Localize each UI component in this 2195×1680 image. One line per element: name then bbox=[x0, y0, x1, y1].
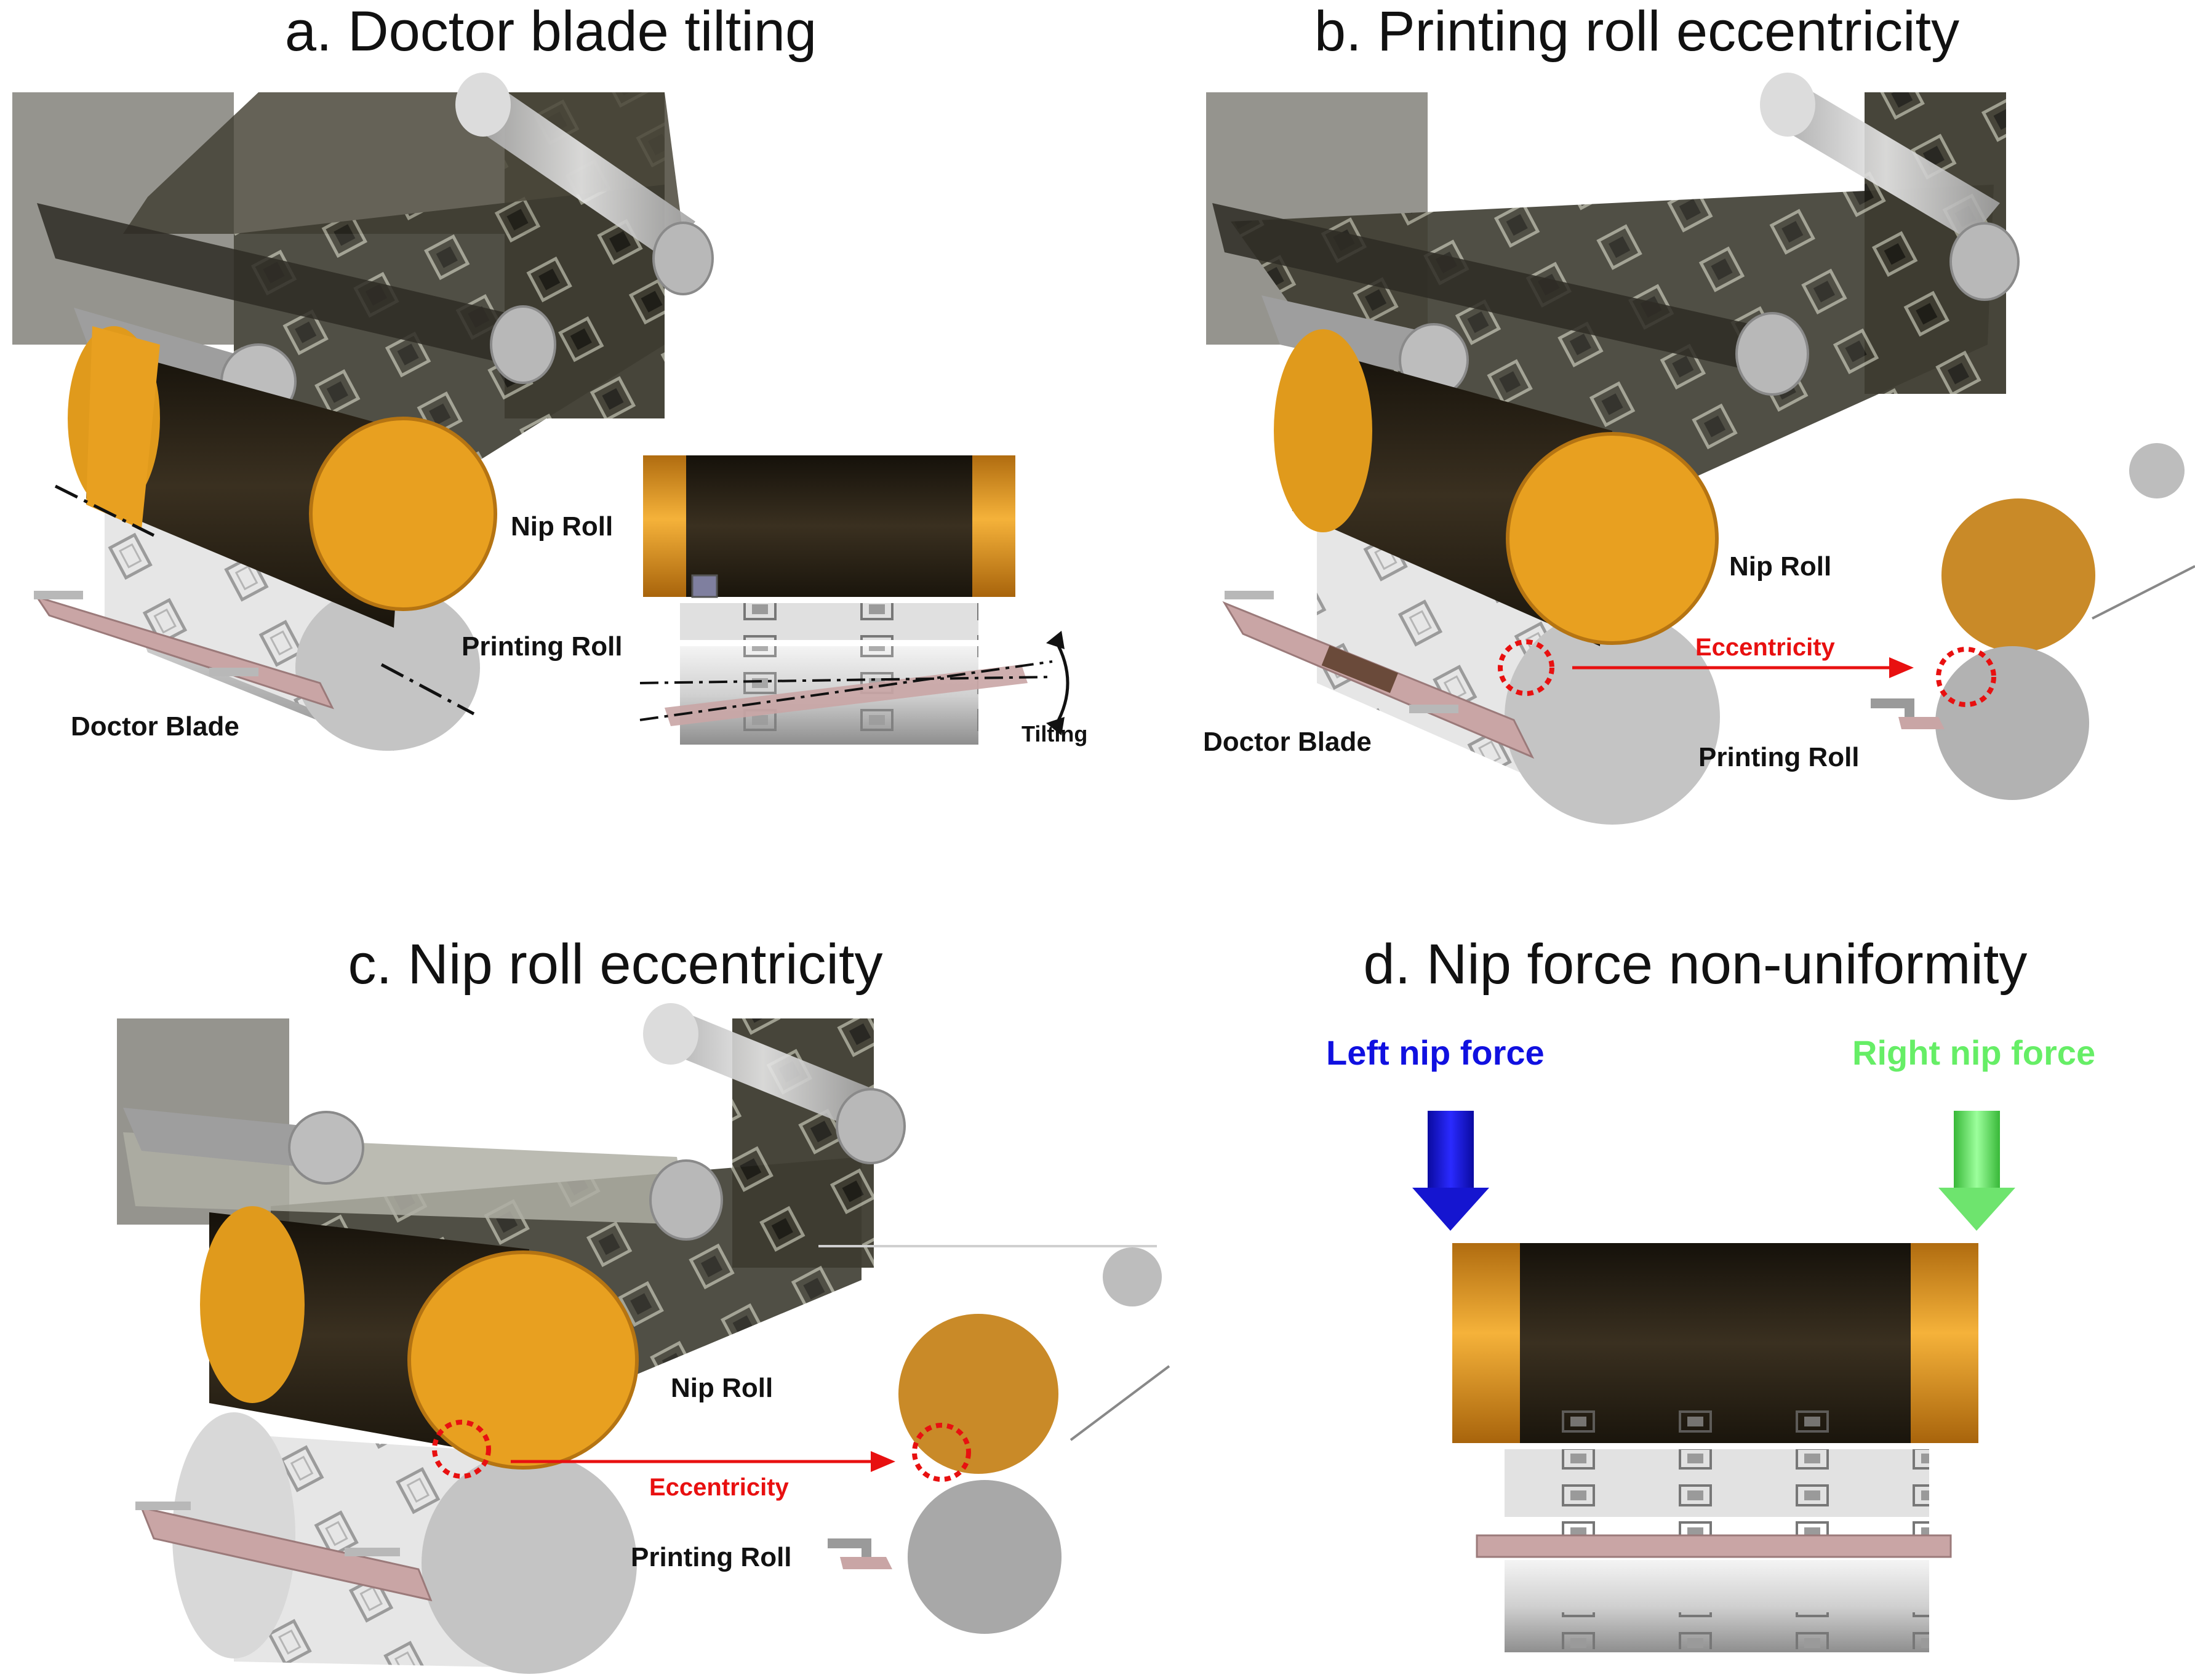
panel-a: a. Doctor blade tilting bbox=[12, 0, 1087, 751]
panel-c-nip-roll bbox=[200, 1206, 639, 1470]
panel-d-roll-front-view bbox=[1452, 1243, 1978, 1652]
panel-d-left-force-arrow bbox=[1412, 1111, 1489, 1231]
panel-d-left-force-label: Left nip force bbox=[1326, 1033, 1545, 1072]
panel-b-title: b. Printing roll eccentricity bbox=[1314, 0, 1959, 63]
panel-b-nip-roll-label: Nip Roll bbox=[1729, 551, 1831, 582]
panel-d-doctor-blade bbox=[1476, 1534, 1952, 1558]
panel-b-printing-roll-label: Printing Roll bbox=[1698, 742, 1860, 772]
panel-a-inset-front-view bbox=[639, 455, 1070, 745]
panel-b-guide-rolls bbox=[1212, 73, 2020, 397]
panel-a-tilting-label: Tilting bbox=[1022, 721, 1087, 746]
panel-b-eccentricity-label: Eccentricity bbox=[1695, 634, 1836, 661]
panel-a-nip-roll bbox=[68, 326, 497, 628]
panel-c-doctor-blade bbox=[135, 1502, 433, 1602]
panel-b-doctor-blade bbox=[1222, 591, 1535, 759]
panel-a-doctor-blade bbox=[34, 484, 475, 716]
panel-b-eccentricity-marker-left bbox=[1498, 639, 1554, 696]
panel-b-side-view bbox=[1871, 443, 2195, 800]
panel-b-printing-roll bbox=[1317, 505, 1720, 825]
panel-c-eccentricity-label: Eccentricity bbox=[649, 1474, 790, 1501]
panel-d-right-force-arrow bbox=[1938, 1111, 2015, 1231]
panel-d-right-force-label: Right nip force bbox=[1852, 1033, 2095, 1072]
panel-c: c. Nip roll eccentricity bbox=[117, 933, 1170, 1674]
panel-c-eccentricity-arrowhead bbox=[871, 1451, 895, 1472]
panel-a-guide-rolls bbox=[37, 73, 714, 420]
panel-d-nip-roll-left-cap bbox=[1452, 1243, 1520, 1443]
panel-b-doctor-blade-label: Doctor Blade bbox=[1203, 727, 1372, 757]
panel-c-side-view bbox=[828, 1247, 1170, 1634]
panel-b: b. Printing roll eccentricity bbox=[1203, 0, 2195, 825]
panel-c-title: c. Nip roll eccentricity bbox=[348, 933, 882, 996]
panel-b-eccentricity-arrowhead bbox=[1889, 657, 1914, 678]
panel-d-nip-roll-right-cap bbox=[1911, 1243, 1978, 1443]
panel-a-title: a. Doctor blade tilting bbox=[285, 0, 817, 63]
panel-c-eccentricity-marker-left bbox=[432, 1420, 491, 1479]
panel-d: d. Nip force non-uniformity Left nip for… bbox=[1326, 933, 2095, 1652]
panel-b-nip-roll bbox=[1274, 329, 1719, 646]
panel-c-nip-roll-label: Nip Roll bbox=[671, 1373, 773, 1403]
panel-a-nip-roll-label: Nip Roll bbox=[511, 511, 613, 542]
panel-a-printing-roll-label: Printing Roll bbox=[462, 631, 623, 662]
panel-d-title: d. Nip force non-uniformity bbox=[1364, 933, 2028, 996]
panel-c-guide-rolls bbox=[123, 1003, 1157, 1247]
panel-c-printing-roll-label: Printing Roll bbox=[631, 1542, 792, 1572]
panel-a-doctor-blade-label: Doctor Blade bbox=[71, 711, 239, 742]
